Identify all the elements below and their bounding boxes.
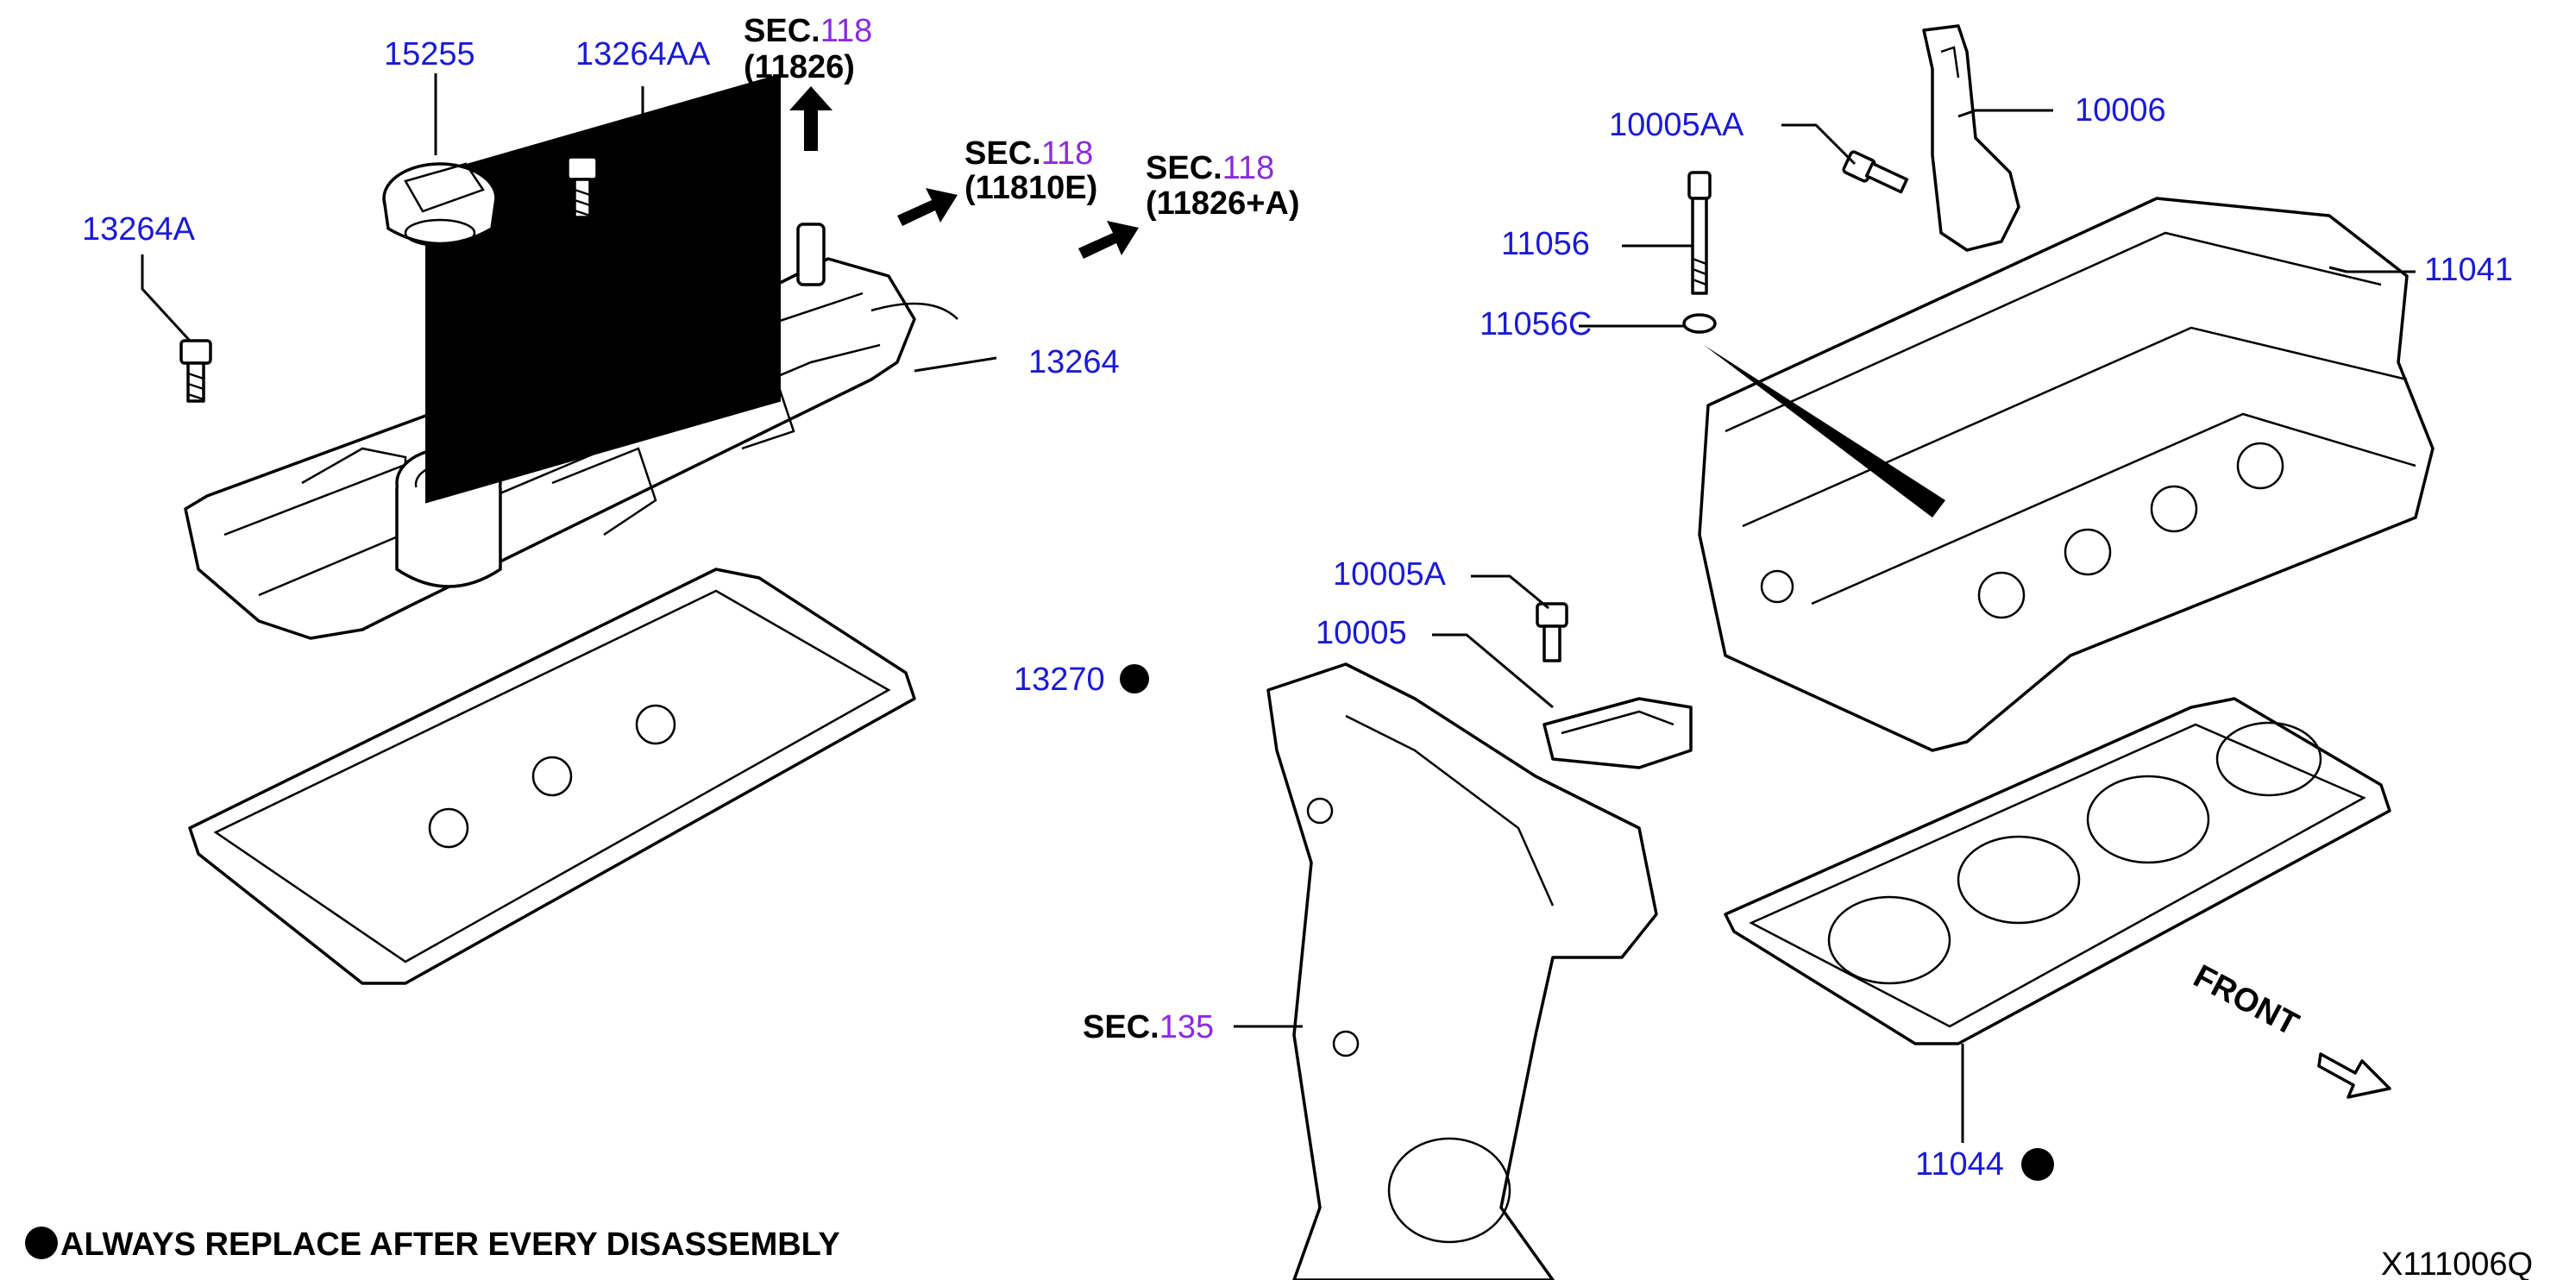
oil-filler-cap-15255 [382, 162, 498, 248]
bracket-10005 [1542, 697, 1693, 769]
valve-cover-gasket-13270 [188, 568, 916, 985]
sec-ref-1-sub: (11826) [744, 49, 855, 85]
sec-ref-4: SEC.135 [1083, 1009, 1214, 1045]
replace-bullet-icon [2021, 1148, 2054, 1181]
label-13264: 13264 [1028, 344, 1120, 380]
label-11056: 11056 [1501, 226, 1590, 262]
label-13270: 13270 [1014, 662, 1105, 698]
replace-bullet-icon [25, 1227, 58, 1259]
sec-prefix: SEC. [1146, 150, 1222, 186]
sec-number: 118 [820, 13, 873, 49]
pointer-11056C [1704, 345, 1945, 518]
bolt-13264AA [566, 155, 599, 219]
label-11044: 11044 [1915, 1146, 2004, 1183]
label-13264A: 13264A [82, 211, 196, 248]
arrow-right-icon [1078, 221, 1139, 259]
label-10005AA: 10005AA [1609, 107, 1744, 143]
bolt-10005AA [1842, 150, 1909, 194]
front-cover-sec135 [1266, 662, 1658, 1280]
arrow-right-icon [897, 188, 958, 226]
arrow-up-icon [789, 86, 832, 151]
sec-ref-3-sub: (11826+A) [1146, 185, 1300, 222]
sec-prefix: SEC. [744, 13, 820, 49]
label-10005A: 10005A [1333, 556, 1447, 593]
bolt-13264A [179, 339, 212, 403]
leader-lines [141, 73, 2416, 1143]
label-11041: 11041 [2424, 252, 2513, 288]
engine-hanger-10006 [1922, 24, 2020, 252]
label-10006: 10006 [2075, 92, 2166, 129]
cylinder-head-11041 [1698, 197, 2435, 752]
diagram-code: X111006Q [2381, 1246, 2533, 1280]
sec-ref-3: SEC.118 [1146, 150, 1274, 186]
label-10005: 10005 [1316, 615, 1407, 651]
sec-ref-2-sub: (11810E) [964, 170, 1097, 206]
sec-number: 118 [1041, 135, 1094, 172]
label-15255: 15255 [384, 36, 475, 72]
sec-ref-1: SEC.118 [744, 13, 872, 49]
label-13264AA: 13264AA [575, 36, 711, 72]
replace-bullet-icon [1120, 664, 1149, 693]
masked-region [425, 73, 781, 504]
sec-prefix: SEC. [964, 135, 1041, 172]
front-direction-arrow: FRONT [2188, 958, 2391, 1099]
bolt-11056 [1687, 171, 1712, 295]
sec-ref-2: SEC.118 [964, 135, 1093, 172]
sec-number: 135 [1159, 1009, 1214, 1045]
sec-number: 118 [1222, 150, 1275, 186]
label-11056C: 11056C [1480, 306, 1592, 342]
bolt-10005A [1536, 602, 1568, 662]
head-gasket-11044 [1724, 697, 2391, 1045]
front-label: FRONT [2188, 958, 2304, 1044]
sec-prefix: SEC. [1083, 1009, 1159, 1045]
washer-11056C [1682, 313, 1717, 334]
footer-note: ALWAYS REPLACE AFTER EVERY DISASSEMBLY [60, 1227, 840, 1263]
